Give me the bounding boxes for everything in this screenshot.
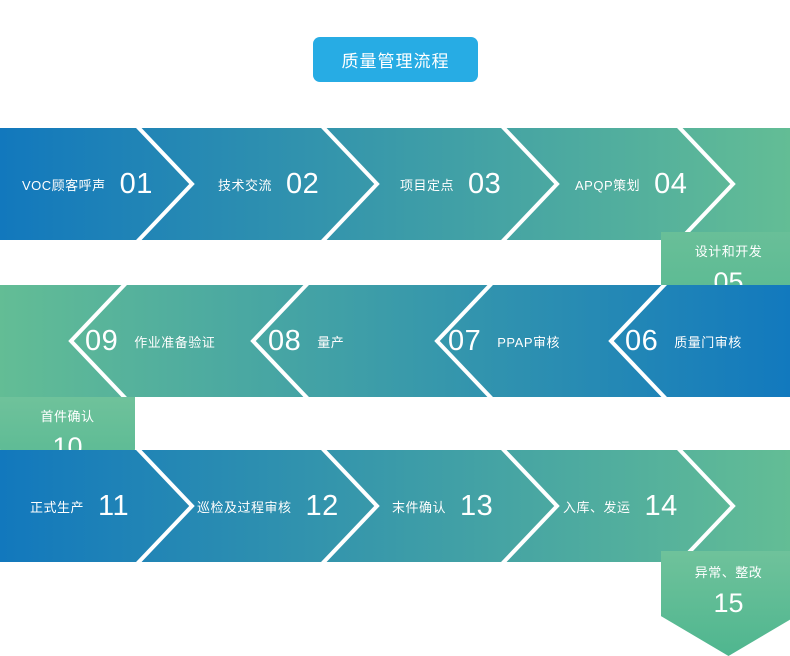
row-1-chevron-separators bbox=[136, 128, 736, 240]
step-03-label: 项目定点 bbox=[400, 177, 455, 193]
step-04[interactable]: APQP策划 04 bbox=[575, 128, 720, 240]
process-row-3: 正式生产 11 巡检及过程审核 12 末件确认 13 入库、发运 14 bbox=[0, 450, 790, 562]
step-15-label: 异常、整改 bbox=[694, 565, 763, 580]
step-15-number: 15 bbox=[713, 588, 744, 618]
step-11[interactable]: 正式生产 11 bbox=[30, 450, 180, 562]
step-04-label: APQP策划 bbox=[575, 177, 641, 193]
process-row-2: 09 作业准备验证 08 量产 07 PPAP审核 06 质量门审核 bbox=[0, 285, 790, 397]
step-02-label: 技术交流 bbox=[218, 177, 273, 193]
step-10-label: 首件确认 bbox=[40, 409, 95, 424]
step-04-number: 04 bbox=[654, 167, 688, 200]
step-01[interactable]: VOC顾客呼声 01 bbox=[22, 128, 172, 240]
connector-step-15[interactable]: 异常、整改 15 bbox=[661, 551, 790, 656]
step-05-label: 设计和开发 bbox=[694, 244, 763, 259]
step-13[interactable]: 末件确认 13 bbox=[392, 450, 537, 562]
step-14-label: 入库、发运 bbox=[563, 499, 631, 515]
step-06[interactable]: 06 质量门审核 bbox=[625, 285, 790, 397]
step-08-number: 08 bbox=[268, 324, 302, 357]
row-1-band bbox=[0, 128, 790, 240]
step-02[interactable]: 技术交流 02 bbox=[218, 128, 358, 240]
step-09[interactable]: 09 作业准备验证 bbox=[85, 285, 255, 397]
process-row-1: VOC顾客呼声 01 技术交流 02 项目定点 03 APQP策划 04 bbox=[0, 128, 790, 240]
step-01-number: 01 bbox=[119, 167, 153, 200]
row-2-chevron-separators bbox=[68, 285, 667, 397]
step-13-number: 13 bbox=[460, 489, 494, 522]
diagram-title-badge: 质量管理流程 bbox=[313, 37, 478, 82]
step-12-number: 12 bbox=[305, 489, 339, 522]
step-07-label: PPAP审核 bbox=[497, 334, 560, 350]
row-3-band bbox=[0, 450, 790, 562]
step-12[interactable]: 巡检及过程审核 12 bbox=[197, 450, 362, 562]
step-03-number: 03 bbox=[468, 167, 502, 200]
step-06-number: 06 bbox=[625, 324, 659, 357]
step-11-number: 11 bbox=[98, 489, 130, 522]
step-14-number: 14 bbox=[644, 489, 678, 522]
step-09-number: 09 bbox=[85, 324, 119, 357]
step-01-label: VOC顾客呼声 bbox=[22, 177, 106, 193]
step-13-label: 末件确认 bbox=[392, 499, 447, 515]
step-12-label: 巡检及过程审核 bbox=[197, 499, 292, 515]
step-08[interactable]: 08 量产 bbox=[268, 285, 398, 397]
step-14[interactable]: 入库、发运 14 bbox=[563, 450, 718, 562]
step-08-label: 量产 bbox=[317, 334, 345, 350]
step-02-number: 02 bbox=[286, 167, 320, 200]
step-07[interactable]: 07 PPAP审核 bbox=[448, 285, 608, 397]
row-3-chevron-separators bbox=[136, 450, 736, 562]
step-06-label: 质量门审核 bbox=[674, 334, 742, 350]
step-09-label: 作业准备验证 bbox=[134, 334, 216, 350]
step-07-number: 07 bbox=[448, 324, 482, 357]
diagram-title-text: 质量管理流程 bbox=[341, 52, 450, 71]
step-11-label: 正式生产 bbox=[30, 499, 85, 515]
row-2-band bbox=[0, 285, 790, 397]
step-03[interactable]: 项目定点 03 bbox=[400, 128, 540, 240]
